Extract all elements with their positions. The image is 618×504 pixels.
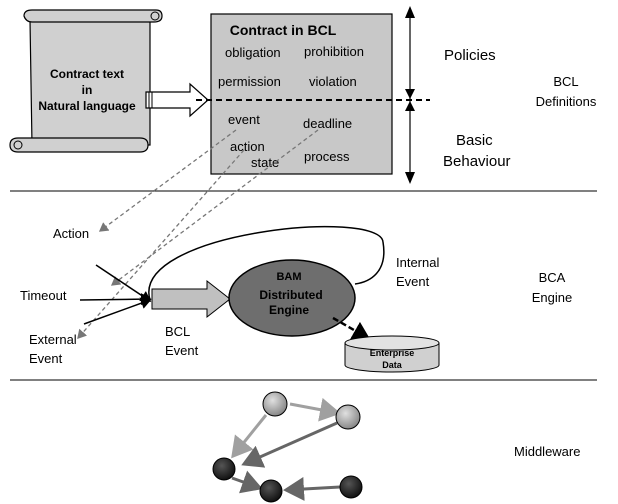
translate-arrow xyxy=(145,82,209,118)
scroll-line-3: Natural language xyxy=(38,99,136,113)
label-bcl-event-2: Event xyxy=(165,343,199,358)
term-event: event xyxy=(228,112,260,127)
data-access-arrow xyxy=(332,316,371,340)
term-process: process xyxy=(304,149,350,164)
input-arrows xyxy=(79,264,152,325)
label-bcl-definitions-1: BCL xyxy=(553,74,578,89)
middleware-node xyxy=(339,475,363,499)
scroll-line-2: in xyxy=(82,83,93,97)
enterprise-data-line-1: Enterprise xyxy=(370,348,415,358)
middleware-node xyxy=(212,457,236,481)
label-external-1: External xyxy=(29,332,77,347)
label-internal-1: Internal xyxy=(396,255,439,270)
bam-line-3: Engine xyxy=(269,303,309,317)
bam-line-2: Distributed xyxy=(259,288,322,302)
middleware-node xyxy=(262,391,288,417)
label-policies: Policies xyxy=(444,47,496,64)
term-prohibition: prohibition xyxy=(304,44,364,59)
term-permission: permission xyxy=(218,74,281,89)
contract-scroll xyxy=(9,9,163,153)
enterprise-data-store xyxy=(344,335,440,373)
middleware-edges xyxy=(231,397,341,501)
term-deadline: deadline xyxy=(303,116,352,131)
label-bcl-event-1: BCL xyxy=(165,324,190,339)
layer-height-arrow xyxy=(405,6,415,184)
middleware-node xyxy=(335,404,361,430)
label-timeout: Timeout xyxy=(20,288,67,303)
label-bca-1: BCA xyxy=(539,270,566,285)
contract-bcl-title: Contract in BCL xyxy=(230,22,337,38)
middleware-node xyxy=(259,479,283,503)
contract-bcl-box xyxy=(210,13,393,175)
term-obligation: obligation xyxy=(225,45,281,60)
label-action: Action xyxy=(53,226,89,241)
label-behaviour: Behaviour xyxy=(443,153,511,170)
label-basic: Basic xyxy=(456,132,493,149)
label-external-2: Event xyxy=(29,351,63,366)
term-state: state xyxy=(251,155,279,170)
enterprise-data-line-2: Data xyxy=(382,360,403,370)
bam-engine xyxy=(228,259,356,337)
label-internal-2: Event xyxy=(396,274,430,289)
scroll-line-1: Contract text xyxy=(50,67,124,81)
internal-event-loop xyxy=(148,225,385,301)
label-bca-2: Engine xyxy=(532,290,572,305)
label-middleware: Middleware xyxy=(514,444,580,459)
bcl-event-arrow xyxy=(151,279,231,319)
bam-line-1: BAM xyxy=(276,271,301,283)
term-violation: violation xyxy=(309,74,357,89)
term-action: action xyxy=(230,139,265,154)
mapping-arrows xyxy=(77,129,319,339)
label-bcl-definitions-2: Definitions xyxy=(536,94,597,109)
